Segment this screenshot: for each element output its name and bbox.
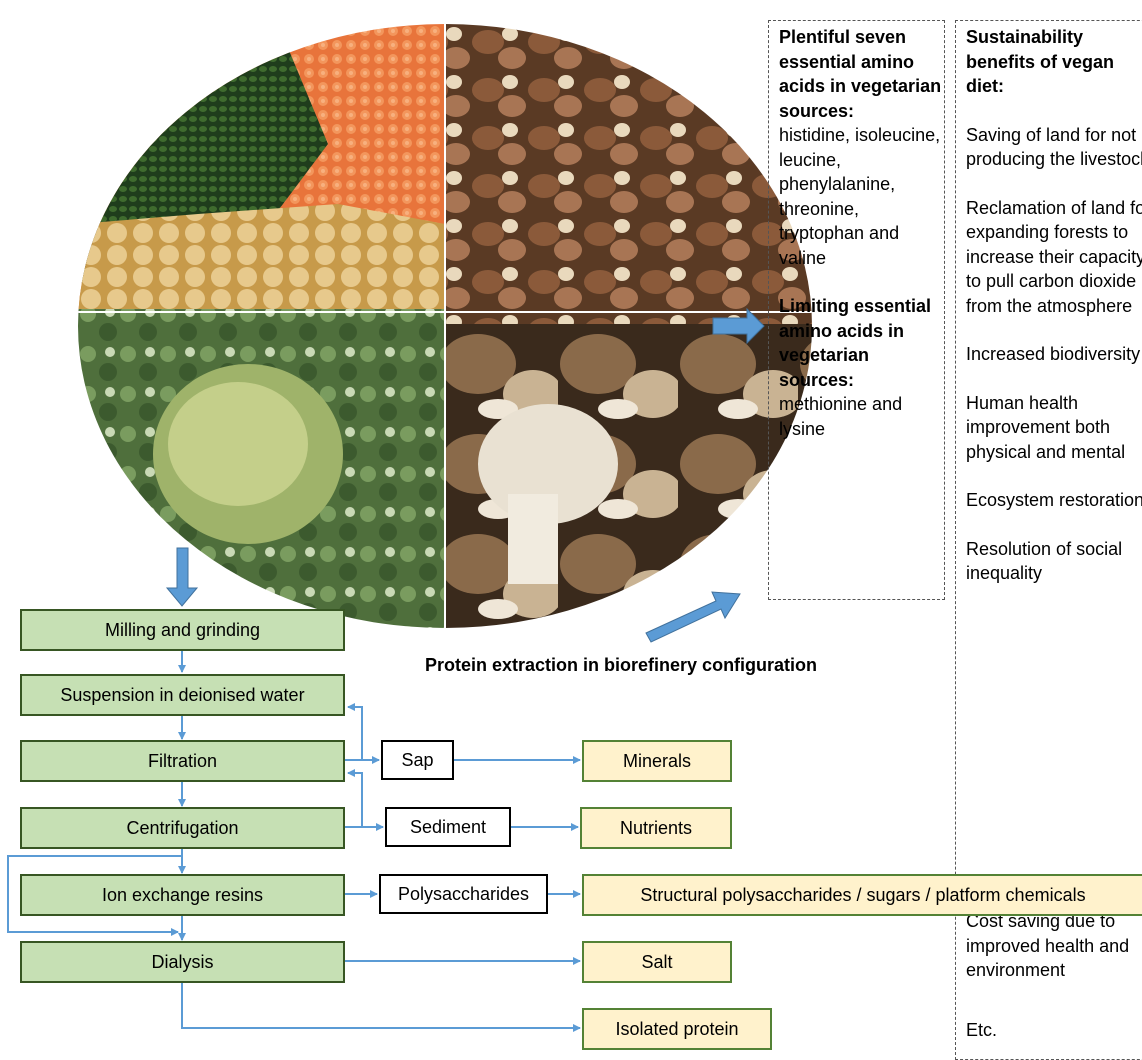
intermediate-polysaccharides: Polysaccharides xyxy=(379,874,548,914)
benefit-item: Increased biodiversity xyxy=(966,344,1141,364)
benefit-item: Etc. xyxy=(966,1020,998,1040)
intermediate-sediment: Sediment xyxy=(385,807,511,847)
limiting-heading: Limiting essential amino acids in vegeta… xyxy=(779,296,932,390)
right-block-arrow xyxy=(712,307,765,345)
diagonal-block-arrow xyxy=(645,591,741,643)
biorefinery-label: Protein extraction in biorefinery config… xyxy=(425,655,818,675)
step-filtration: Filtration xyxy=(20,740,345,782)
benefit-item: Ecosystem restoration xyxy=(966,490,1142,510)
benefit-item: Cost saving due to improved health and e… xyxy=(966,911,1130,980)
sustainability-heading: Sustainability benefits of vegan diet: xyxy=(966,27,1115,96)
product-salt: Salt xyxy=(582,941,732,983)
intermediate-sap: Sap xyxy=(381,740,454,780)
step-ion-exchange: Ion exchange resins xyxy=(20,874,345,916)
benefit-item: Saving of land for not producing the liv… xyxy=(966,124,1142,170)
sustainability-panel: Sustainability benefits of vegan diet: S… xyxy=(955,20,1142,1060)
plentiful-list: histidine, isoleucine, leucine, phenylal… xyxy=(779,125,941,268)
product-structural-polysaccharides: Structural polysaccharides / sugars / pl… xyxy=(582,874,1142,916)
plentiful-heading: Plentiful seven essential amino acids in… xyxy=(779,27,942,121)
step-suspension: Suspension in deionised water xyxy=(20,674,345,716)
product-isolated-protein: Isolated protein xyxy=(582,1008,772,1050)
amino-acid-panel: Plentiful seven essential amino acids in… xyxy=(768,20,945,600)
product-nutrients: Nutrients xyxy=(580,807,732,849)
product-minerals: Minerals xyxy=(582,740,732,782)
limiting-list: methionine and lysine xyxy=(779,394,903,439)
benefit-item: Human health improvement both physical a… xyxy=(966,392,1126,462)
step-centrifugation: Centrifugation xyxy=(20,807,345,849)
step-dialysis: Dialysis xyxy=(20,941,345,983)
down-block-arrow xyxy=(165,547,199,607)
benefit-item: Resolution of social inequality xyxy=(966,538,1123,584)
benefit-item: Reclamation of land for expanding forest… xyxy=(966,197,1142,316)
food-photo-collage xyxy=(78,24,812,628)
step-milling: Milling and grinding xyxy=(20,609,345,651)
